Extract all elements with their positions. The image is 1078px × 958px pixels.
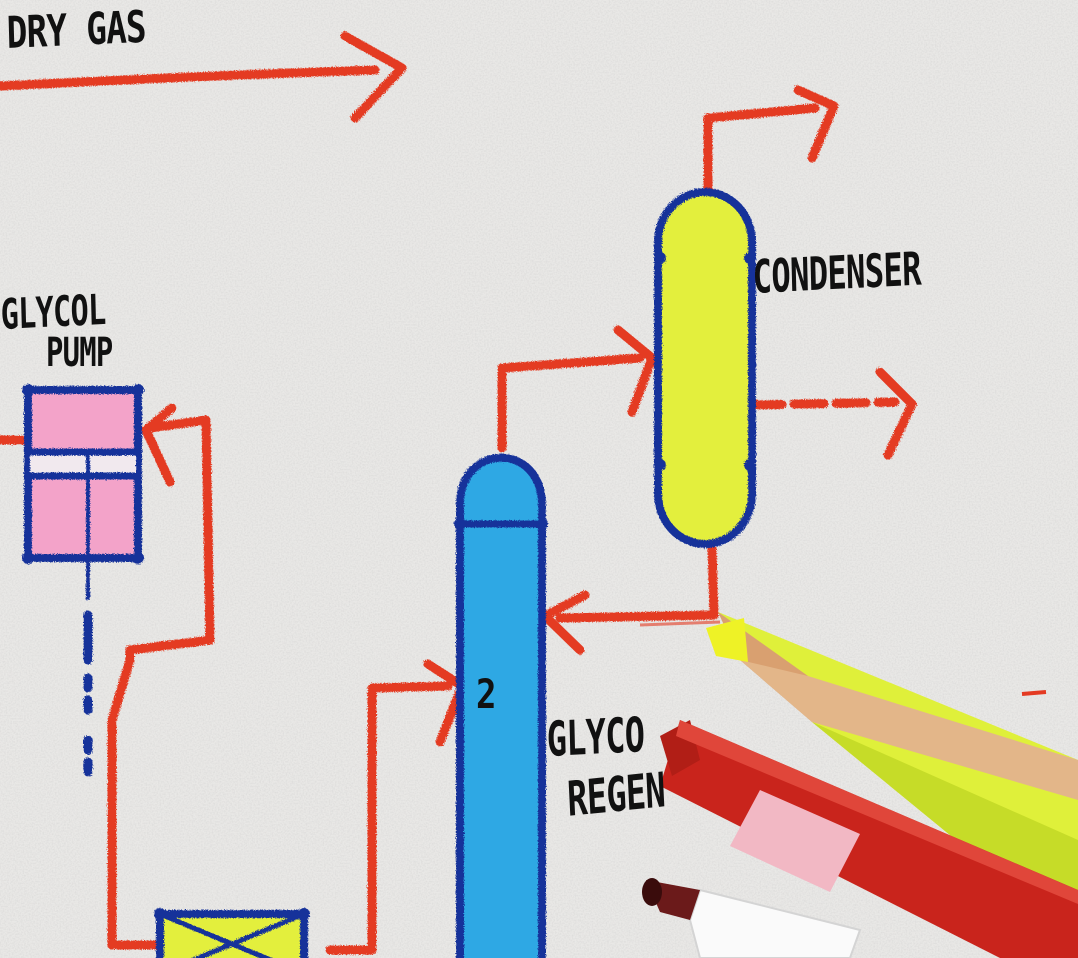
glycol-regenerator-label-line1: GLYCO [546,707,645,768]
heat-exchanger [154,908,310,958]
dry-gas-label: DRY GAS [6,2,146,59]
condenser-label: CONDENSER [752,242,921,304]
stray-mark [1022,692,1046,694]
glycol-pump-label-line2: PUMP [46,330,112,376]
glycol-regenerator-column [454,458,548,958]
condenser-vessel [654,192,756,544]
glycol-regenerator-label-line2: REGEN [566,762,666,828]
column-marker-label: 2 [476,672,496,718]
